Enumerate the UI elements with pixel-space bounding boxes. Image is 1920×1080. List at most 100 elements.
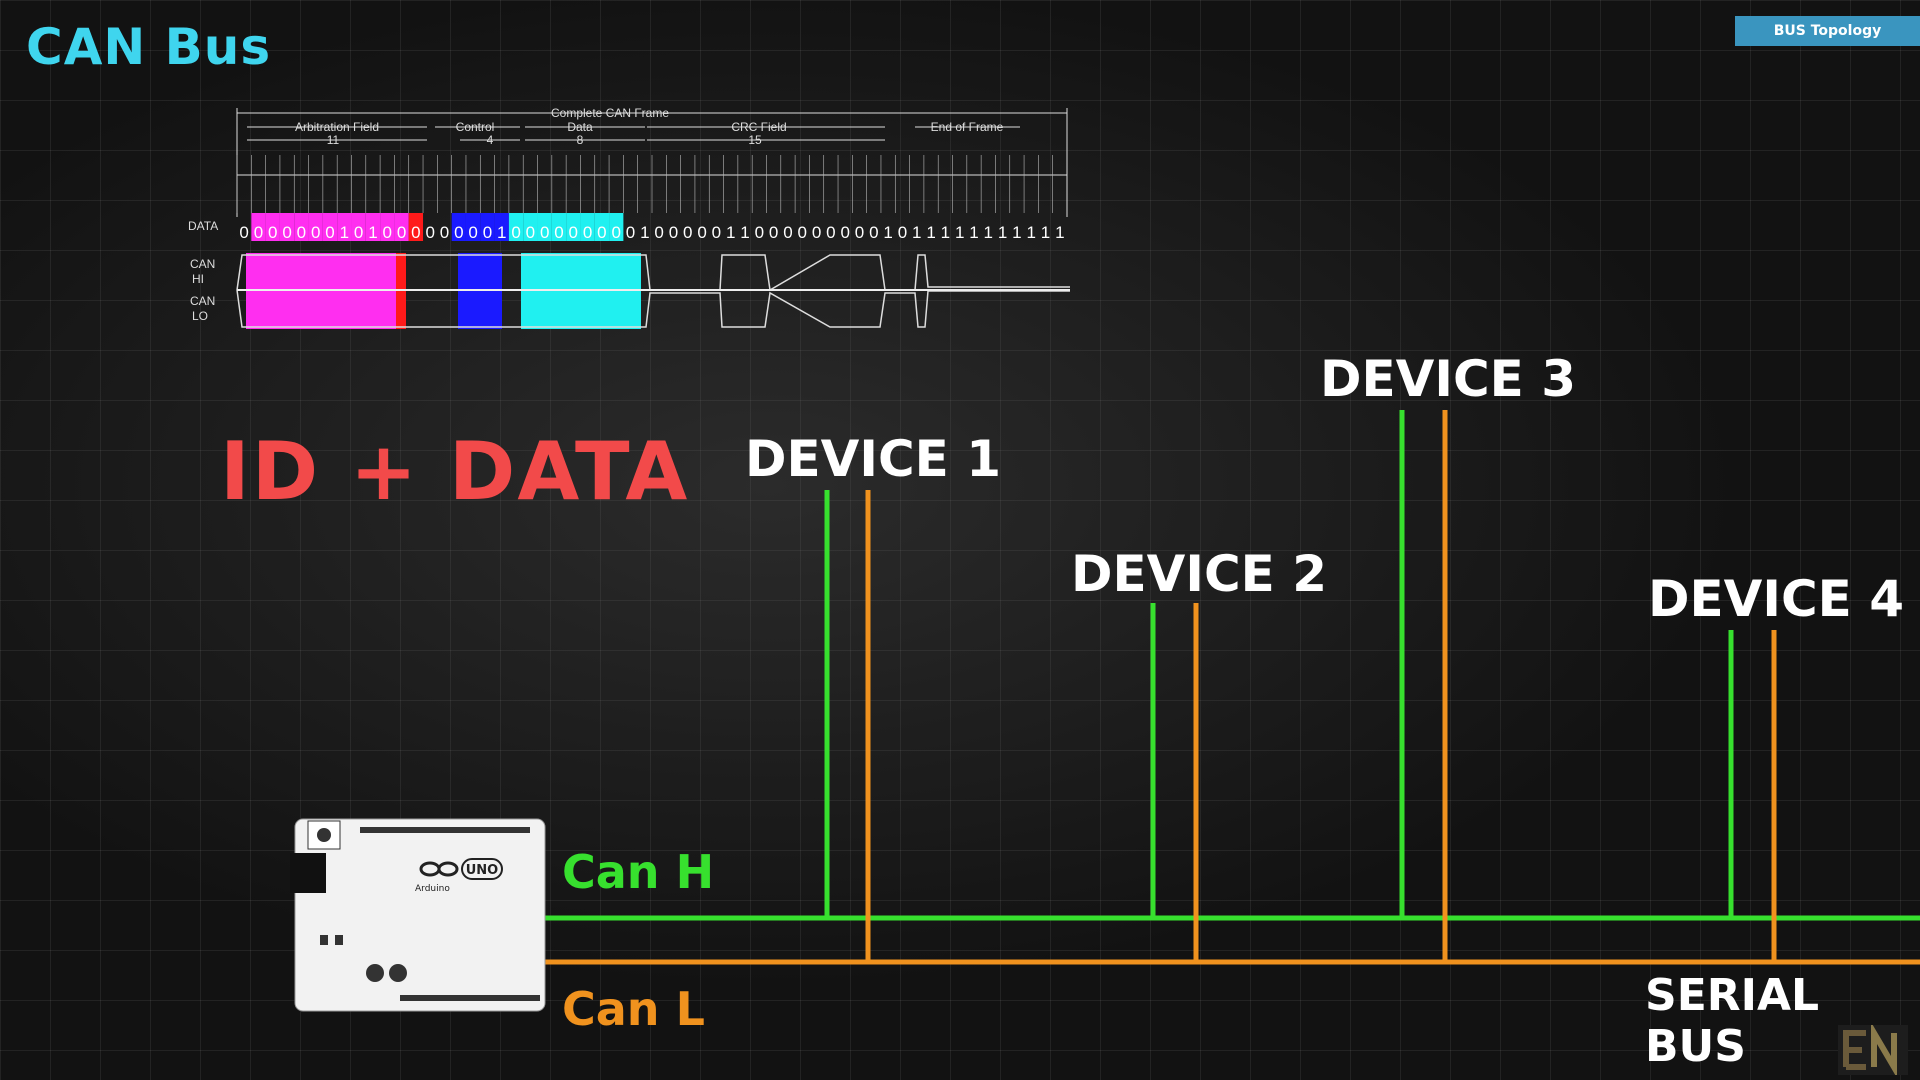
row-label-data: DATA <box>188 219 218 233</box>
bit-highlight <box>408 213 424 241</box>
bit-value: 1 <box>955 223 964 242</box>
bit-highlight <box>365 213 381 241</box>
device-1-label: DEVICE 1 <box>745 430 1002 488</box>
bit-highlight <box>566 213 581 241</box>
bit-value: 0 <box>798 223 807 242</box>
bit-value: 0 <box>769 223 778 242</box>
bit-highlight <box>594 213 610 241</box>
bit-highlight <box>494 213 509 241</box>
bit-value: 1 <box>1055 223 1064 242</box>
arduino-board-icon: UNO Arduino <box>290 818 546 1012</box>
section-arbitration: Arbitration Field <box>295 120 379 134</box>
bit-value: 1 <box>368 223 377 242</box>
bit-value: 0 <box>697 223 706 242</box>
bit-value: 1 <box>912 223 921 242</box>
id-data-headline: ID + DATA <box>220 425 690 518</box>
count-arbitration: 11 <box>327 133 340 147</box>
bit-highlight <box>465 213 481 241</box>
bit-value: 1 <box>497 223 506 242</box>
bit-value: 0 <box>626 223 635 242</box>
frame-complete-label: Complete CAN Frame <box>551 106 669 120</box>
bit-value: 0 <box>397 223 406 242</box>
bit-value: 0 <box>569 223 578 242</box>
bit-highlight <box>451 213 466 241</box>
bit-value: 1 <box>998 223 1007 242</box>
count-control: 4 <box>487 133 494 147</box>
bit-highlight <box>337 213 352 241</box>
can-frame-diagram: Complete CAN Frame Arbitration Field Con… <box>188 106 1070 329</box>
bit-highlight <box>580 213 595 241</box>
section-eof: End of Frame <box>931 120 1004 134</box>
topology-badge: BUS Topology <box>1735 16 1920 46</box>
device-3-label: DEVICE 3 <box>1320 350 1577 408</box>
can-l-label: Can L <box>562 982 705 1036</box>
row-label-canhi-2: HI <box>192 272 204 286</box>
bit-value: 0 <box>554 223 563 242</box>
bit-value: 0 <box>354 223 363 242</box>
bit-value: 0 <box>597 223 606 242</box>
board-uno-text: UNO <box>466 863 499 878</box>
bit-highlight <box>551 213 567 241</box>
bit-highlight <box>251 213 266 241</box>
bit-highlight <box>609 213 624 241</box>
bit-value: 0 <box>583 223 592 242</box>
bit-value: 1 <box>740 223 749 242</box>
bit-value: 0 <box>812 223 821 242</box>
page-title: CAN Bus <box>26 18 272 76</box>
bit-value: 0 <box>239 223 248 242</box>
bit-value: 0 <box>654 223 663 242</box>
bit-highlight <box>308 213 323 241</box>
bit-value: 1 <box>926 223 935 242</box>
section-control: Control <box>456 120 495 134</box>
bit-value: 0 <box>297 223 306 242</box>
bit-highlight <box>523 213 538 241</box>
bit-value: 0 <box>783 223 792 242</box>
bit-value: 0 <box>869 223 878 242</box>
count-crc: 15 <box>748 133 762 147</box>
bit-value: 0 <box>454 223 463 242</box>
bit-value: 0 <box>468 223 477 242</box>
device-4-label: DEVICE 4 <box>1648 570 1905 628</box>
can-lo-trace <box>236 289 1070 328</box>
bit-highlight <box>508 213 524 241</box>
bit-value: 0 <box>483 223 492 242</box>
bit-highlight <box>351 213 366 241</box>
bit-highlight <box>265 213 280 241</box>
bit-value: 1 <box>1012 223 1021 242</box>
device-2-label: DEVICE 2 <box>1071 545 1328 603</box>
section-crc: CRC Field <box>731 120 786 134</box>
bit-value: 1 <box>984 223 993 242</box>
bit-value: 0 <box>712 223 721 242</box>
bit-value: 0 <box>755 223 764 242</box>
bit-highlight <box>480 213 495 241</box>
bit-value: 0 <box>611 223 620 242</box>
bit-highlight <box>279 213 295 241</box>
bit-value: 0 <box>526 223 535 242</box>
bit-highlight <box>322 213 338 241</box>
bit-value: 1 <box>941 223 950 242</box>
bit-value: 1 <box>1041 223 1050 242</box>
bit-value: 0 <box>425 223 434 242</box>
bit-highlight <box>380 213 395 241</box>
bit-value: 0 <box>683 223 692 242</box>
serial-bus-label: SERIAL BUS <box>1645 970 1820 1072</box>
bit-value: 1 <box>883 223 892 242</box>
board-brand-text: Arduino <box>415 884 450 894</box>
bit-value: 1 <box>1026 223 1035 242</box>
bit-value: 0 <box>511 223 520 242</box>
bit-value: 0 <box>840 223 849 242</box>
row-label-canlo-1: CAN <box>190 294 215 308</box>
bit-value: 0 <box>440 223 449 242</box>
count-data: 8 <box>577 133 584 147</box>
can-signal-bands <box>236 253 1070 329</box>
bit-highlight <box>394 213 409 241</box>
bit-value: 0 <box>325 223 334 242</box>
channel-logo-icon <box>1838 1021 1908 1079</box>
bit-value: 0 <box>254 223 263 242</box>
bit-value: 0 <box>855 223 864 242</box>
bit-value: 1 <box>726 223 735 242</box>
row-label-canhi-1: CAN <box>190 257 215 271</box>
bit-value: 1 <box>969 223 978 242</box>
section-data: Data <box>567 120 593 134</box>
